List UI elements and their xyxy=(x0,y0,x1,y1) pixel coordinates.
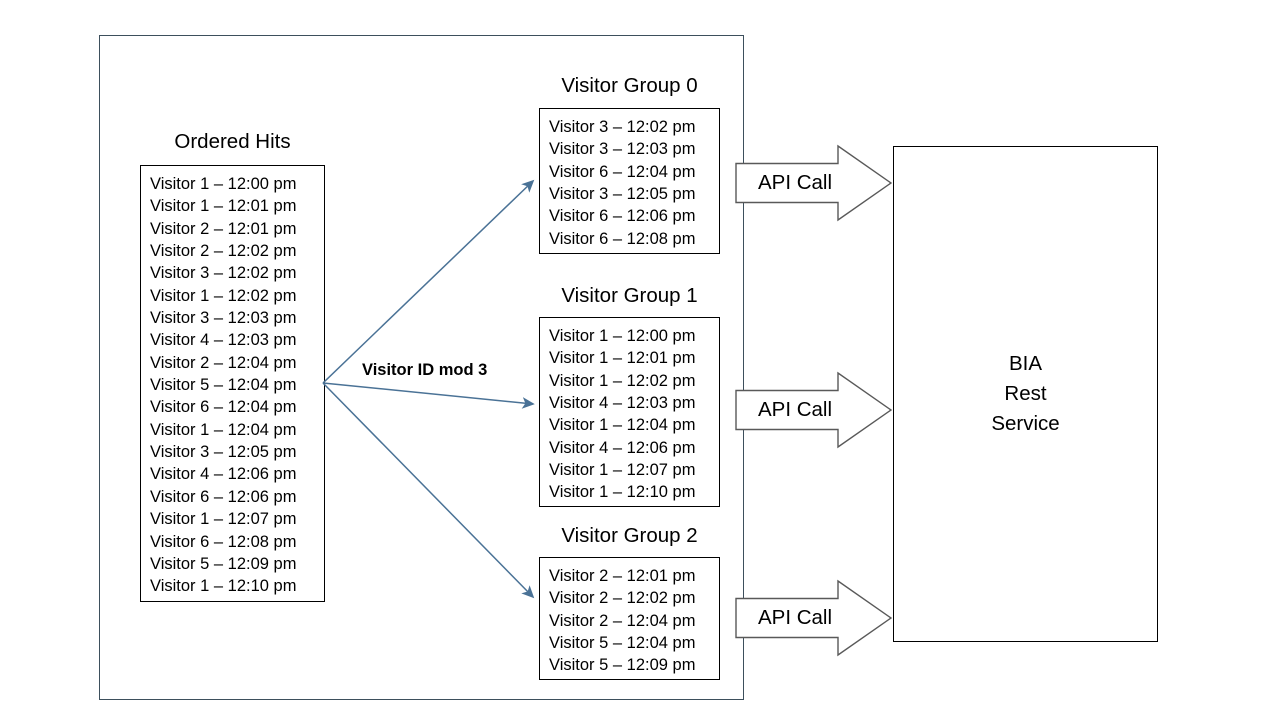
ordered-hit-row: Visitor 1 – 12:01 pm xyxy=(150,197,297,216)
visitor-group-2-row: Visitor 5 – 12:04 pm xyxy=(549,634,696,653)
visitor-group-1-row: Visitor 4 – 12:03 pm xyxy=(549,394,696,413)
api-call-arrow-0: API Call xyxy=(735,144,893,222)
api-call-label: API Call xyxy=(757,171,833,194)
ordered-hit-row: Visitor 4 – 12:06 pm xyxy=(150,465,297,484)
visitor-group-0-row: Visitor 3 – 12:02 pm xyxy=(549,118,696,136)
visitor-group-1-row: Visitor 1 – 12:04 pm xyxy=(549,416,696,435)
visitor-group-1-list: Visitor 1 – 12:00 pm Visitor 1 – 12:01 pm… xyxy=(539,317,720,507)
visitor-group-2-row: Visitor 2 – 12:02 pm xyxy=(549,589,696,608)
visitor-group-0-row: Visitor 6 – 12:06 pm xyxy=(549,207,696,226)
ordered-hits-list: Visitor 1 – 12:00 pm Visitor 1 – 12:01 pm… xyxy=(140,165,325,602)
block-arrow-icon xyxy=(735,579,893,657)
api-call-label: API Call xyxy=(757,398,833,421)
visitor-group-0-title: Visitor Group 0 xyxy=(561,74,698,97)
ordered-hit-row: Visitor 5 – 12:09 pm xyxy=(150,554,297,573)
visitor-group-1-row: Visitor 1 – 12:10 pm xyxy=(549,483,696,502)
ordered-hit-row: Visitor 1 – 12:00 pm xyxy=(150,175,297,193)
api-call-label: API Call xyxy=(757,606,833,629)
ordered-hit-row: Visitor 6 – 12:08 pm xyxy=(150,532,297,551)
visitor-group-1-row: Visitor 1 – 12:02 pm xyxy=(549,371,696,390)
visitor-group-2-row: Visitor 2 – 12:01 pm xyxy=(549,567,696,585)
visitor-group-2-row: Visitor 5 – 12:09 pm xyxy=(549,656,696,675)
ordered-hit-row: Visitor 1 – 12:02 pm xyxy=(150,286,297,305)
ordered-hit-row: Visitor 3 – 12:03 pm xyxy=(150,309,297,328)
ordered-hit-row: Visitor 2 – 12:02 pm xyxy=(150,242,297,261)
split-rule-label: Visitor ID mod 3 xyxy=(362,361,488,379)
api-call-arrow-2: API Call xyxy=(735,579,893,657)
visitor-group-1-title: Visitor Group 1 xyxy=(561,284,698,307)
visitor-group-0-row: Visitor 6 – 12:08 pm xyxy=(549,229,696,248)
ordered-hit-row: Visitor 2 – 12:04 pm xyxy=(150,353,297,372)
visitor-group-2-title: Visitor Group 2 xyxy=(561,524,698,547)
visitor-group-1-row: Visitor 1 – 12:00 pm xyxy=(549,327,696,345)
block-arrow-icon xyxy=(735,371,893,449)
ordered-hits-title: Ordered Hits xyxy=(174,130,291,153)
visitor-group-1-row: Visitor 4 – 12:06 pm xyxy=(549,438,696,457)
api-call-arrow-1: API Call xyxy=(735,371,893,449)
block-arrow-icon xyxy=(735,144,893,222)
pipeline-container xyxy=(99,35,744,700)
ordered-hit-row: Visitor 1 – 12:04 pm xyxy=(150,420,297,439)
ordered-hit-row: Visitor 6 – 12:04 pm xyxy=(150,398,297,417)
visitor-group-0-row: Visitor 6 – 12:04 pm xyxy=(549,162,696,181)
visitor-group-0-list: Visitor 3 – 12:02 pm Visitor 3 – 12:03 pm… xyxy=(539,108,720,254)
bia-service-line: Service xyxy=(991,412,1060,435)
ordered-hit-row: Visitor 1 – 12:10 pm xyxy=(150,577,297,596)
visitor-group-2-row: Visitor 2 – 12:04 pm xyxy=(549,611,696,630)
visitor-group-0-row: Visitor 3 – 12:03 pm xyxy=(549,140,696,159)
ordered-hit-row: Visitor 3 – 12:05 pm xyxy=(150,443,297,462)
ordered-hit-row: Visitor 5 – 12:04 pm xyxy=(150,376,297,395)
ordered-hit-row: Visitor 6 – 12:06 pm xyxy=(150,487,297,506)
ordered-hit-row: Visitor 3 – 12:02 pm xyxy=(150,264,297,283)
ordered-hit-row: Visitor 2 – 12:01 pm xyxy=(150,219,297,238)
visitor-group-0-row: Visitor 3 – 12:05 pm xyxy=(549,185,696,204)
bia-service-line: Rest xyxy=(1004,382,1047,405)
visitor-group-1-row: Visitor 1 – 12:01 pm xyxy=(549,349,696,368)
ordered-hit-row: Visitor 1 – 12:07 pm xyxy=(150,510,297,529)
visitor-group-1-row: Visitor 1 – 12:07 pm xyxy=(549,461,696,480)
ordered-hit-row: Visitor 4 – 12:03 pm xyxy=(150,331,297,350)
bia-service-line: BIA xyxy=(1008,352,1043,375)
visitor-group-2-list: Visitor 2 – 12:01 pm Visitor 2 – 12:02 pm… xyxy=(539,557,720,680)
